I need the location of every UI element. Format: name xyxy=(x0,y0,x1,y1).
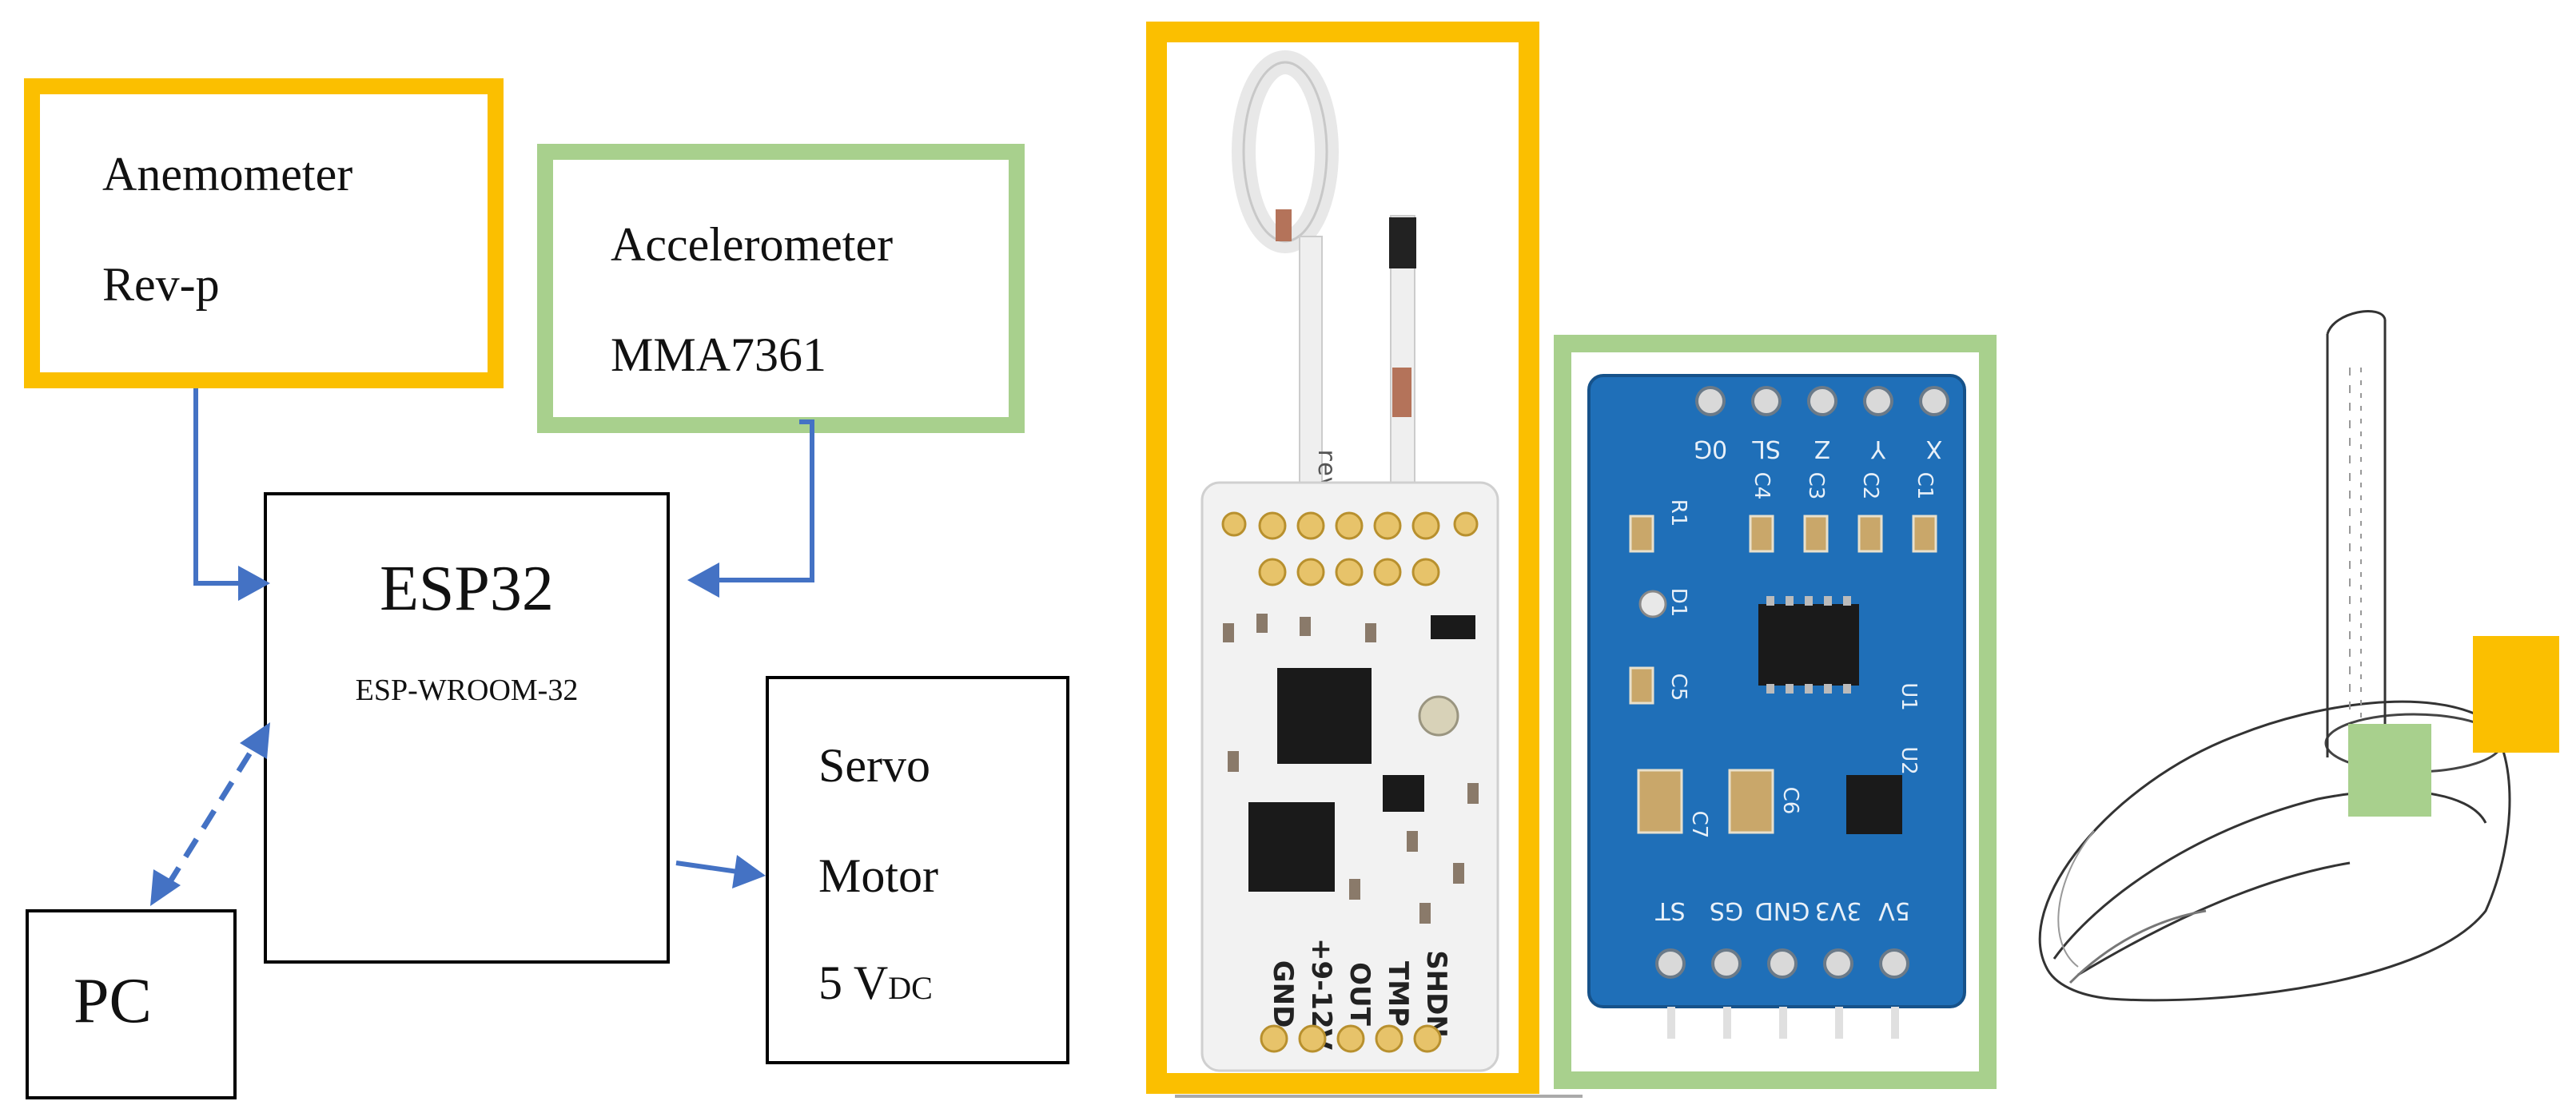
servo-voltage-value: 5 V xyxy=(818,956,889,1009)
anemometer-name: Anemometer xyxy=(102,148,353,201)
esp32-to-servo-arrow xyxy=(675,861,744,875)
header-pads xyxy=(1221,511,1479,586)
acc-pin-z: Z xyxy=(1814,435,1831,463)
anemometer-block: Anemometer Rev-p xyxy=(24,78,504,388)
accelerometer-name: Accelerometer xyxy=(611,218,894,271)
device-sketch xyxy=(2038,310,2511,1002)
anemometer-pin-shdn: SHDN xyxy=(1420,950,1452,1038)
servo-line2: Motor xyxy=(818,849,938,902)
servo-arrowhead xyxy=(732,855,766,888)
acc-r1: R1 xyxy=(1666,499,1690,527)
accelerometer-block: Accelerometer MMA7361 xyxy=(537,144,1025,433)
esp32-module: ESP-WROOM-32 xyxy=(355,674,579,707)
acc-pin-x: X xyxy=(1926,435,1943,463)
anemometer-arrowhead xyxy=(238,566,270,601)
servo-block: Servo Motor 5 VDC xyxy=(766,676,1069,1064)
acc-u1: U1 xyxy=(1897,682,1921,711)
acc-regulator xyxy=(1846,775,1902,834)
anemometer-pin-tmp: TMP xyxy=(1382,961,1414,1027)
pc-block: PC xyxy=(26,909,237,1099)
servo-line1: Servo xyxy=(818,739,930,792)
servo-voltage: 5 VDC xyxy=(818,956,933,1011)
esp32-title: ESP32 xyxy=(380,554,554,624)
device-body-outline xyxy=(2038,700,2511,1002)
anemometer-pin-gnd: GND xyxy=(1267,960,1299,1028)
acc-main-ic xyxy=(1758,604,1859,686)
anemometer-board-illustration: rev.p4 GND +9-12V OUT TMP SHDN xyxy=(1146,22,1539,1094)
acc-pin-3v3: 3V3 xyxy=(1815,896,1862,924)
anemometer-model: Rev-p xyxy=(102,258,220,311)
anemometer-photo-frame xyxy=(1146,22,1539,1094)
sensor-marker-yellow xyxy=(2473,636,2559,753)
acc-c1: C1 xyxy=(1913,472,1937,500)
device-tube xyxy=(2326,320,2387,757)
anemometer-to-esp32-arrow xyxy=(193,388,257,586)
acc-c2: C2 xyxy=(1858,472,1882,500)
acc-u2: U2 xyxy=(1897,746,1921,775)
acc-c7: C7 xyxy=(1687,811,1711,839)
accelerometer-board-illustration: 0G SL Z Y X C4 C3 C2 C1 R1 D1 C5 C7 C6 U… xyxy=(1554,335,1997,1089)
accelerometer-photo-frame xyxy=(1554,335,1997,1089)
pc-link-arrowhead-bottom xyxy=(150,869,181,906)
pc-label: PC xyxy=(74,966,152,1036)
acc-pin-gnd: GND xyxy=(1755,896,1810,924)
acc-pin-0g: 0G xyxy=(1694,435,1727,463)
accelerometer-to-esp32-arrow xyxy=(703,419,814,582)
accelerometer-arrowhead xyxy=(687,562,719,598)
acc-c3: C3 xyxy=(1804,472,1828,500)
acc-pin-y: Y xyxy=(1870,435,1886,463)
acc-c4: C4 xyxy=(1750,472,1774,500)
servo-voltage-sub: DC xyxy=(888,970,933,1006)
acc-pin-5v: 5V xyxy=(1878,896,1910,924)
pc-link-arrowhead-top xyxy=(240,722,270,759)
acc-pin-sl: SL xyxy=(1752,435,1781,463)
sensor-marker-green xyxy=(2348,724,2431,817)
pc-esp32-link xyxy=(165,745,257,887)
anemometer-pin-out: OUT xyxy=(1344,962,1376,1027)
accelerometer-model: MMA7361 xyxy=(611,328,827,381)
acc-pin-st: ST xyxy=(1655,896,1686,924)
acc-c5: C5 xyxy=(1666,674,1690,702)
acc-c6: C6 xyxy=(1778,787,1802,815)
esp32-block: ESP32 ESP-WROOM-32 xyxy=(264,492,670,964)
acc-d1: D1 xyxy=(1666,588,1690,618)
acc-pin-gs: GS xyxy=(1710,896,1743,924)
